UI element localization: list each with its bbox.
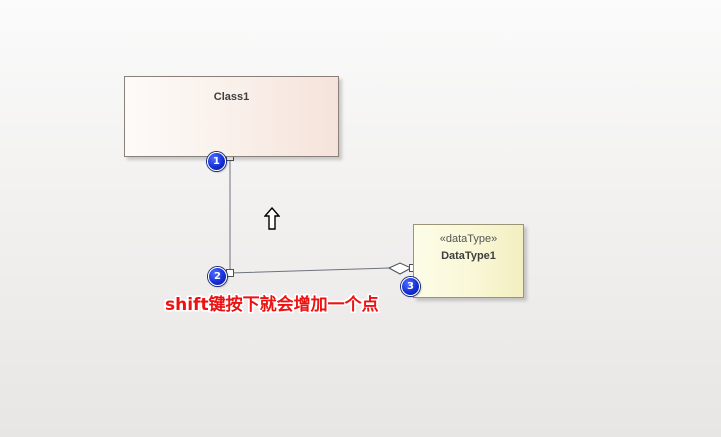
connector-handle-bend[interactable] [226,269,234,277]
step-badge-1: 1 [207,152,226,171]
shift-annotation-text: shift键按下就会增加一个点 [165,295,379,315]
datatype1-element[interactable]: «dataType» DataType1 [413,224,524,298]
class1-name: Class1 [213,91,250,103]
datatype1-name: DataType1 [441,250,496,262]
step-badge-3: 3 [401,277,420,296]
class1-element[interactable]: Class1 [124,76,339,157]
datatype1-stereotype: «dataType» [439,233,498,245]
aggregation-diamond[interactable] [387,262,413,275]
step-badge-2: 2 [208,267,227,286]
aggregation-connector[interactable] [229,157,390,274]
move-up-arrow-icon [264,207,280,230]
